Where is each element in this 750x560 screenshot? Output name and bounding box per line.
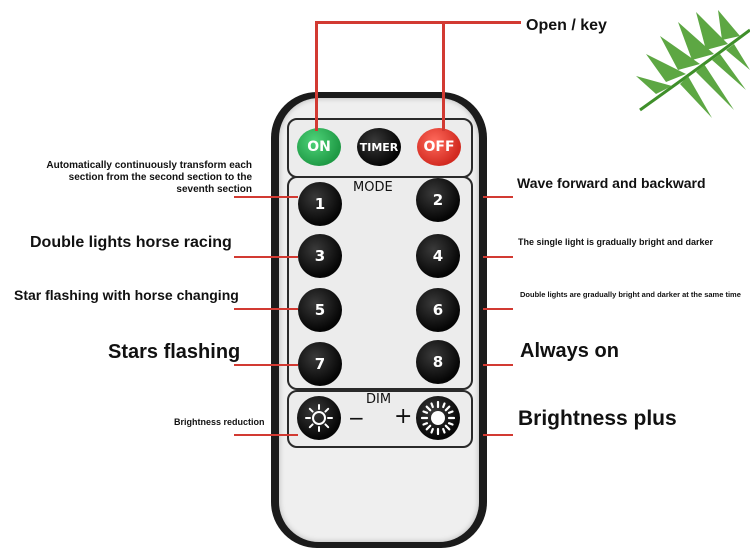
callout-line-2 [483,196,513,198]
mode4-label: The single light is gradually bright and… [518,237,714,247]
off-button[interactable]: OFF [417,128,461,166]
mode-button-6-label: 6 [432,301,444,319]
dim-down-label: Brightness reduction [174,417,265,427]
mode1-label: Automatically continuously transform eac… [46,160,252,196]
minus-sign: − [348,406,365,430]
timer-button[interactable]: TIMER [357,128,401,166]
open-key-label: Open / key [526,17,607,34]
mode-title: MODE [353,180,393,195]
mode5-label: Star flashing with horse changing [14,287,239,303]
dim-up-button[interactable] [416,396,460,440]
callout-line-dim-up [483,434,513,436]
mode-button-7[interactable]: 7 [298,342,342,386]
callout-line-3 [234,256,298,258]
mode-button-1-label: 1 [314,195,326,213]
sun-outline-icon [305,404,333,432]
off-button-label: OFF [423,139,455,155]
mode1-label-line3: seventh section [176,184,252,195]
callout-line-dim-down [234,434,298,436]
mode-button-5-label: 5 [314,301,326,319]
mode-button-5[interactable]: 5 [298,288,342,332]
callout-line-5 [234,308,298,310]
mode-button-3-label: 3 [314,247,326,265]
dim-down-button[interactable] [297,396,341,440]
mode-button-2-label: 2 [432,191,444,209]
mode-button-3[interactable]: 3 [298,234,342,278]
open-key-line-top [315,21,521,24]
open-key-line-right [442,21,445,131]
mode1-label-line2: section from the second section to the [68,172,252,183]
sun-filled-icon [421,401,455,435]
mode-button-8[interactable]: 8 [416,340,460,384]
mode6-label: Double lights are gradually bright and d… [520,290,741,299]
on-button-label: ON [307,139,331,155]
open-key-line-left [315,21,318,131]
callout-line-1 [234,196,298,198]
callout-line-6 [483,308,513,310]
dim-title: DIM [366,392,392,407]
mode8-label: Always on [520,340,619,362]
on-button[interactable]: ON [297,128,341,166]
callout-line-7 [234,364,298,366]
mode2-label: Wave forward and backward [517,175,706,191]
dim-up-label: Brightness plus [518,407,677,430]
mode-button-4-label: 4 [432,247,444,265]
mode-button-8-label: 8 [432,353,444,371]
mode-button-2[interactable]: 2 [416,178,460,222]
callout-line-4 [483,256,513,258]
mode1-label-line1: Automatically continuously transform eac… [46,160,252,171]
mode-button-1[interactable]: 1 [298,182,342,226]
mode7-label: Stars flashing [108,341,241,363]
mode3-label: Double lights horse racing [30,234,232,251]
mode-button-6[interactable]: 6 [416,288,460,332]
palm-leaf-decoration [636,10,750,118]
callout-line-8 [483,364,513,366]
timer-button-label: TIMER [359,140,399,154]
mode-button-4[interactable]: 4 [416,234,460,278]
plus-sign: + [394,404,413,429]
mode-button-7-label: 7 [314,355,326,373]
